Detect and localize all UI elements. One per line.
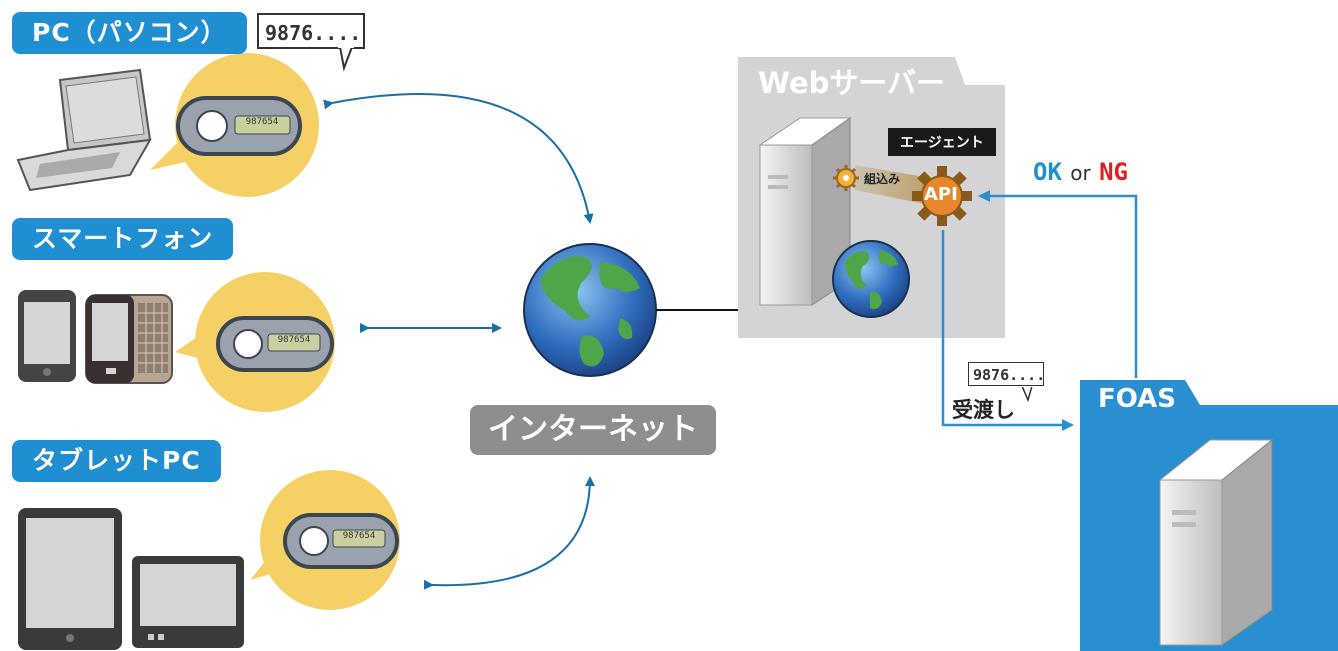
or-text: or	[1070, 161, 1091, 185]
arrow-tablet-internet	[423, 476, 595, 590]
laptop-icon	[16, 68, 152, 192]
result-label: OK or NG	[1033, 158, 1128, 186]
handover-code-speech: 9876....	[968, 362, 1045, 386]
embed-label: 組込み	[864, 172, 901, 186]
web-server-title: Webサーバー	[758, 66, 946, 100]
internet-globe-icon	[523, 243, 657, 377]
tablet-token-code: 987654	[342, 531, 376, 541]
slider-phone-icon	[85, 294, 173, 384]
api-label: API	[924, 184, 958, 205]
smartphone-icon	[18, 290, 76, 382]
small-gear-icon	[833, 165, 859, 191]
pc-token-code: 987654	[245, 117, 279, 127]
internet-label: インターネット	[470, 405, 716, 455]
arrow-api-to-foas	[941, 230, 1074, 431]
foas-label: FOAS	[1098, 384, 1177, 414]
smartphone-token-code: 987654	[277, 335, 311, 345]
embed-beam	[855, 165, 930, 205]
pc-label: PC（パソコン）	[12, 12, 247, 54]
ok-text: OK	[1033, 158, 1062, 186]
tablet-label: タブレットPC	[12, 440, 221, 482]
pc-token-device	[176, 96, 302, 156]
foas-server-icon	[1158, 438, 1274, 646]
smartphone-label: スマートフォン	[12, 218, 234, 260]
arrow-pc-internet	[323, 92, 594, 224]
agent-label: エージェント	[888, 128, 996, 156]
tablet-pc-icon	[132, 556, 244, 648]
server-globe-icon	[832, 240, 910, 318]
api-gear-icon	[912, 166, 972, 226]
pc-code-speech: 9876....	[257, 13, 365, 49]
tablet-icon	[18, 508, 122, 650]
handover-label: 受渡し	[952, 398, 1015, 422]
ng-text: NG	[1099, 158, 1128, 186]
arrow-foas-to-api	[978, 190, 1138, 378]
smartphone-token-device	[216, 316, 334, 372]
tablet-token-device	[283, 513, 399, 569]
